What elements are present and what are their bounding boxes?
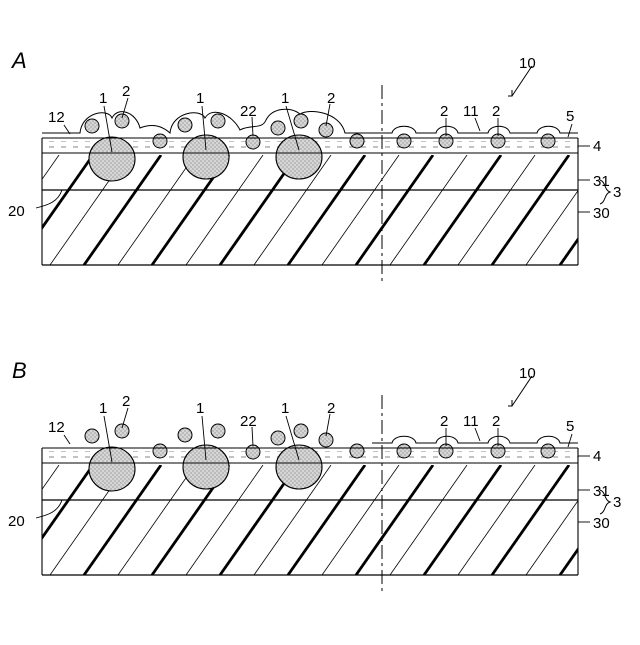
hatch-bold	[628, 465, 640, 575]
label-layer-31: 31	[593, 483, 610, 500]
label-particle-2: 2	[122, 83, 130, 100]
label-particle-22: 22	[240, 413, 257, 430]
label-film-11: 11	[463, 103, 479, 120]
leader-5	[568, 434, 572, 447]
small-particle	[115, 114, 129, 128]
small-particle	[153, 444, 167, 458]
small-particle	[350, 444, 364, 458]
label-layer-4: 4	[593, 448, 601, 465]
label-particle-1: 1	[99, 90, 107, 107]
label-particle-1: 1	[196, 400, 204, 417]
large-particle	[89, 447, 135, 491]
small-particle	[491, 134, 505, 148]
panel-title: B	[12, 358, 27, 383]
label-particle-1: 1	[281, 400, 289, 417]
small-particle	[271, 431, 285, 445]
hatch-thin	[526, 465, 603, 575]
small-particle	[350, 134, 364, 148]
small-particle	[294, 424, 308, 438]
hatch-bold	[356, 465, 433, 575]
leader-5	[568, 124, 572, 137]
label-layer-30: 30	[593, 205, 610, 222]
label-layer-5: 5	[566, 418, 574, 435]
hatch-bold	[492, 155, 569, 265]
label-ref-device: 10	[519, 55, 536, 72]
small-particle	[271, 121, 285, 135]
label-layer-5: 5	[566, 108, 574, 125]
hatch-bold	[424, 465, 501, 575]
label-particle-1: 1	[99, 400, 107, 417]
leader-12	[64, 435, 70, 444]
label-particle-2: 2	[492, 413, 500, 430]
label-particle-2: 2	[122, 393, 130, 410]
leader-2	[326, 414, 330, 436]
label-particle-2: 2	[327, 90, 335, 107]
label-film-12: 12	[48, 109, 65, 126]
hatch-thin	[458, 155, 535, 265]
small-particle	[246, 135, 260, 149]
small-particle	[491, 444, 505, 458]
hatch-thin	[458, 465, 535, 575]
film-11-outline	[372, 436, 578, 443]
small-particle	[85, 119, 99, 133]
large-particle	[89, 137, 135, 181]
hatch-bold	[628, 155, 640, 265]
large-particle	[183, 135, 229, 179]
film-11-outline	[372, 126, 578, 133]
small-particle	[85, 429, 99, 443]
label-particle-1: 1	[281, 90, 289, 107]
hatch-bold	[16, 155, 93, 265]
small-particle	[178, 428, 192, 442]
panel-b: B101211222221112543130320	[0, 358, 640, 595]
label-particle-2: 2	[492, 103, 500, 120]
small-particle	[439, 444, 453, 458]
label-group-3: 3	[613, 184, 621, 201]
label-interface-20: 20	[8, 203, 25, 220]
label-particle-2: 2	[440, 103, 448, 120]
label-film-11: 11	[463, 413, 479, 430]
label-layer-4: 4	[593, 138, 601, 155]
small-particle	[211, 114, 225, 128]
label-particle-22: 22	[240, 103, 257, 120]
arrowhead-10	[508, 90, 512, 96]
label-film-12: 12	[48, 419, 65, 436]
small-particle	[541, 134, 555, 148]
label-particle-2: 2	[327, 400, 335, 417]
label-layer-31: 31	[593, 173, 610, 190]
panel-a: A101211222221112543130320	[0, 48, 640, 285]
large-particle	[276, 135, 322, 179]
label-particle-1: 1	[196, 90, 204, 107]
small-particle	[178, 118, 192, 132]
hatch-thin	[390, 465, 467, 575]
hatch-bold	[16, 465, 93, 575]
label-interface-20: 20	[8, 513, 25, 530]
hatch-thin	[322, 155, 399, 265]
arrowhead-10	[508, 400, 512, 406]
small-particle	[115, 424, 129, 438]
small-particle	[397, 134, 411, 148]
panel-title: A	[10, 48, 27, 73]
small-particle	[439, 134, 453, 148]
small-particle	[153, 134, 167, 148]
small-particle	[397, 444, 411, 458]
label-group-3: 3	[613, 494, 621, 511]
hatch-bold	[356, 155, 433, 265]
hatch-bold	[492, 465, 569, 575]
small-particle	[541, 444, 555, 458]
hatch-thin	[390, 155, 467, 265]
hatch-bold	[424, 155, 501, 265]
small-particle	[294, 114, 308, 128]
large-particle	[183, 445, 229, 489]
label-ref-device: 10	[519, 365, 536, 382]
label-particle-2: 2	[440, 413, 448, 430]
label-layer-30: 30	[593, 515, 610, 532]
large-particle	[276, 445, 322, 489]
hatch-thin	[526, 155, 603, 265]
hatch-thin	[322, 465, 399, 575]
small-particle	[246, 445, 260, 459]
small-particle	[211, 424, 225, 438]
